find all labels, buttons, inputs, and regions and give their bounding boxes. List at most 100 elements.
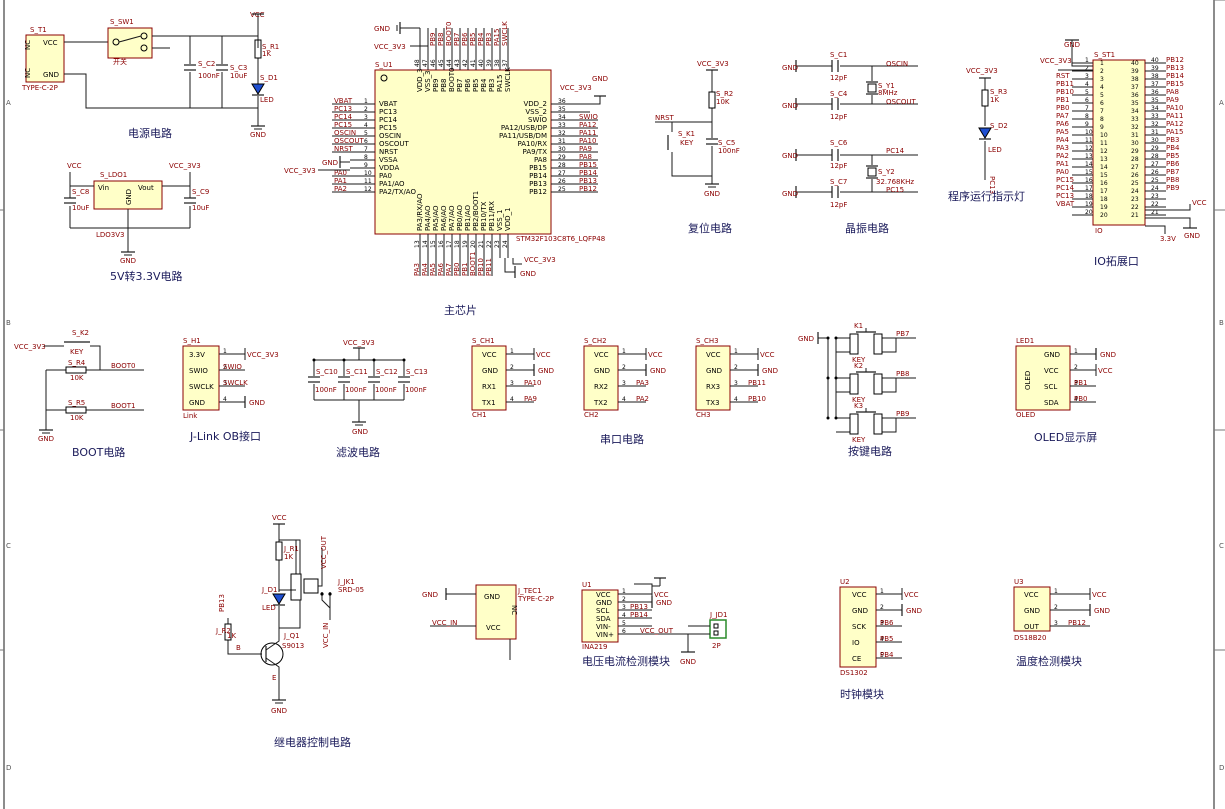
mcu-right-pin-label: PB14 [529,172,547,180]
io-left-net: VBAT [1056,200,1075,208]
io-left-net: PA6 [1056,120,1070,128]
ina-net: VCC [654,591,669,599]
oled-net: PB1 [1074,379,1087,387]
ldo-vout: Vout [138,184,154,192]
mcu-left-net: PA2 [334,185,347,193]
mcu-bottom-pin-label: PB10/TX [480,201,488,231]
pc14-net: PC14 [886,147,905,155]
ina219-body [581,589,619,643]
oled-name: OLED [1016,411,1035,419]
uart-net: PA10 [524,379,541,387]
d2-value: LED [988,146,1002,154]
mcu-top-net: BOOT0 [445,22,453,46]
oscin-net: OSCIN [886,60,908,68]
io-left-net: PB11 [1056,80,1074,88]
relay-r2-value: 1K [227,632,236,640]
mcu-bottom-vcc3v3-net: VCC_3V3 [524,256,556,264]
ds18b20-ref: U3 [1014,578,1024,586]
io-left-pin-index: 12 [1085,145,1093,152]
ina-net: PB13 [630,603,648,611]
ldo-gnd-net: GND [120,257,136,265]
typec-connector [25,34,65,83]
io-pin-number-left: 5 [1100,92,1104,99]
jlink-name: Link [183,412,198,420]
uart-pin-label: GND [482,367,498,375]
mcu-bottom-net: PB11 [485,258,493,276]
d2-ref: S_D2 [990,122,1008,130]
mcu-left-pin-number: 9 [364,162,368,169]
mcu-right-net: PA9 [579,145,592,153]
jlink-pin-number: 4 [223,396,227,403]
mcu-left-pin-label: OSCIN [379,132,401,140]
mcu-left-pin-label: VBAT [379,100,398,108]
io-pin-number-right: 38 [1131,76,1139,83]
mcu-top-net: PA15 [493,29,501,46]
io-right-pin-index: 24 [1151,185,1159,192]
mcu-bottom-pins: PA3/RX/AO13PA3PA4/AO14PA4PA5/AO15PA5PA6/… [413,191,512,276]
tec1-ref: J_TEC1 [517,587,542,595]
ds1302-pin-number: 1 [880,588,884,595]
frame-row-b-left: B [6,319,11,327]
c9-value: 10uF [192,204,209,212]
y1-ref: S_Y1 [878,82,895,90]
mcu-bottom-net: PB10 [477,258,485,276]
io-left-net: PA1 [1056,160,1069,168]
ds18b20-pin-label: VCC [1024,591,1039,599]
led-d1-icon [251,83,265,95]
mcu-right-pin-number: 25 [558,186,566,193]
uart-connector-body [583,345,619,411]
mcu-bottom-net: PB1 [461,263,469,276]
io-right-pin-index: 40 [1151,57,1159,64]
tec1-gnd-net: GND [422,591,438,599]
uart-net: PB11 [748,379,766,387]
jlink-pin-number: 1 [223,348,227,355]
ds1302-pin-label: IO [852,639,860,647]
ina-net: GND [656,599,672,607]
filter-cap-ref: S_C11 [346,368,368,376]
ldo-vcc-net: VCC [67,162,82,170]
oled-ref: LED1 [1016,337,1034,345]
r4-value: 10K [70,374,84,382]
io-right-net: PB12 [1166,56,1184,64]
io-left-pin-index: 1 [1085,57,1089,64]
jd1-value: 2P [712,642,721,650]
r4-ref: S_R4 [68,359,86,367]
jlink-net: GND [249,399,265,407]
ds1302-body [839,586,877,668]
key-net: PB7 [896,330,909,338]
io-pin-number-right: 30 [1131,140,1139,147]
boot-vcc3v3-net: VCC_3V3 [14,343,46,351]
io-pin-number-right: 24 [1131,188,1139,195]
io-right-pin-index: 30 [1151,137,1159,144]
r3-value: 1K [990,96,999,104]
crystal-icon [867,167,877,177]
mcu-right-pin-label: PB15 [529,164,547,172]
io-pin-number-right: 36 [1131,92,1139,99]
mcu-right-pin-number: 27 [558,170,566,177]
ds18b20-net: GND [1094,607,1110,615]
crystal-section-title: 晶振电路 [845,221,889,235]
mcu-top-pin-number: 48 [414,59,421,67]
relay-section-title: 继电器控制电路 [274,735,351,749]
io-right-pin-index: 36 [1151,89,1159,96]
key-ref: K3 [854,402,863,410]
io-left-net: RST [1056,72,1070,80]
mcu-top-vcc3v3-net: VCC_3V3 [374,43,406,51]
io-left-pin-index: 19 [1085,201,1093,208]
mcu-top-pin-label: VSS_3 [424,70,432,92]
mcu-bottom-pin-label: PA7/AO [448,205,456,231]
power-gnd-net: GND [250,131,266,139]
io-pin-number-left: 9 [1100,124,1104,131]
mcu-left-pin-number: 4 [364,122,368,129]
key-ref: K1 [854,322,863,330]
key-value: KEY [852,436,866,444]
ina-name: INA219 [582,643,607,651]
mcu-right-pin-number: 36 [558,98,566,105]
d1-ref: S_D1 [260,74,278,82]
ldo-ref: S_LDO1 [100,171,127,179]
mcu-right-pin-label: PB13 [529,180,547,188]
ds1302-pin-label: SCK [852,623,866,631]
uart-net: GND [538,367,554,375]
oled-body [1015,345,1071,411]
